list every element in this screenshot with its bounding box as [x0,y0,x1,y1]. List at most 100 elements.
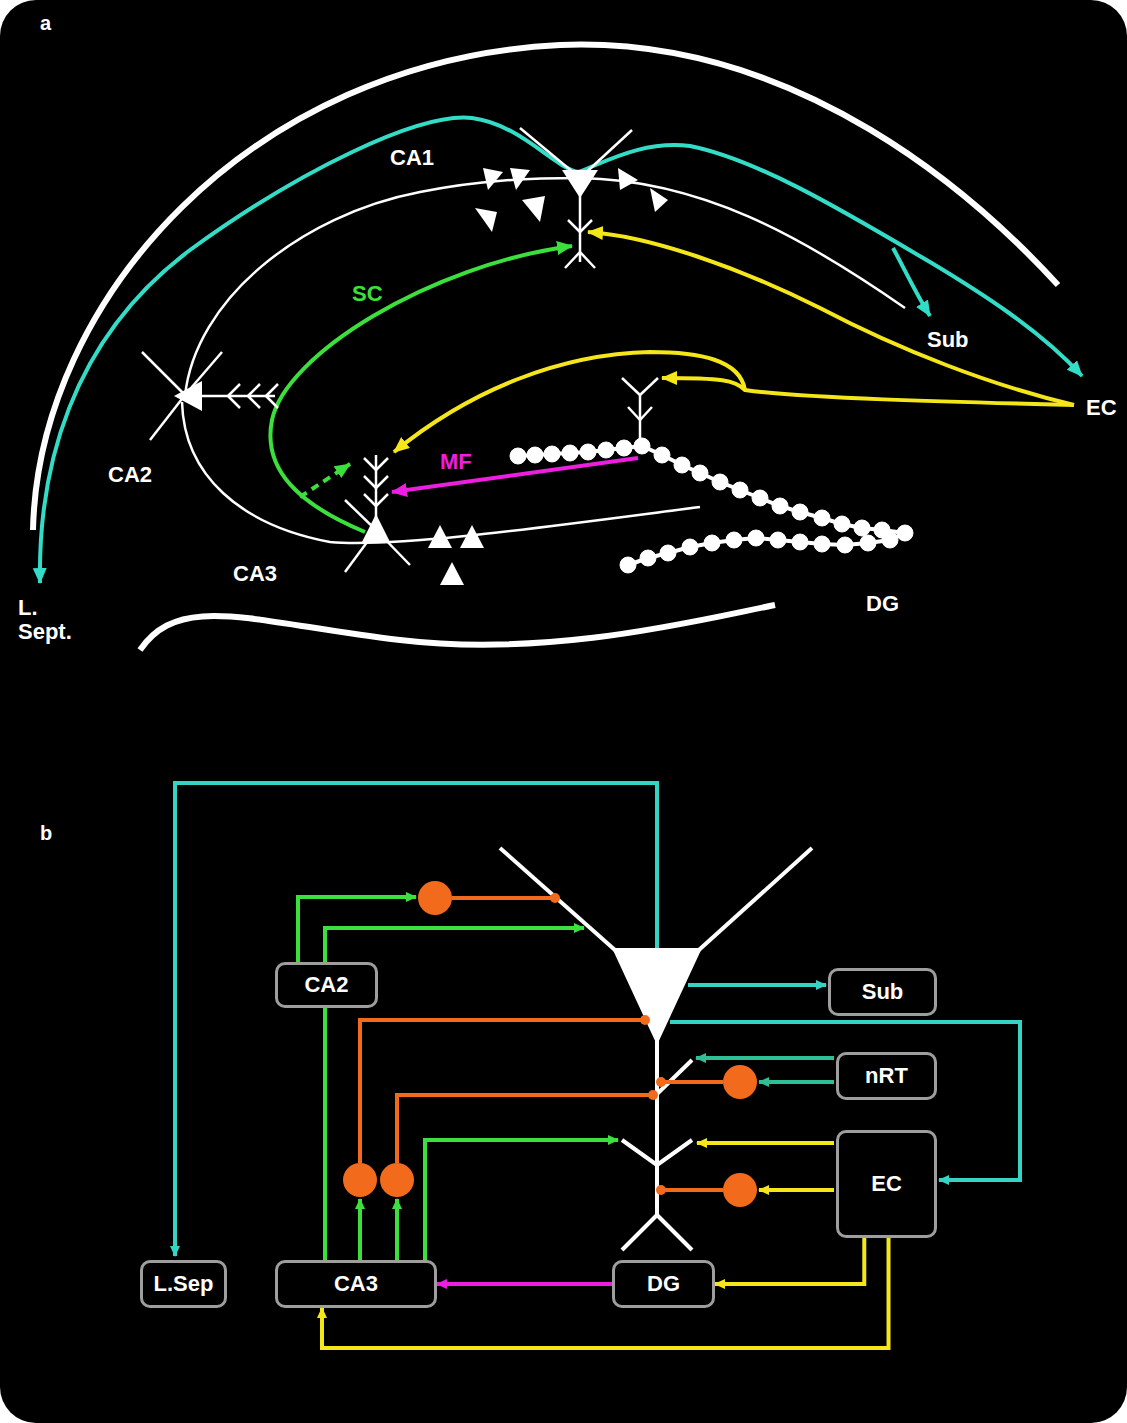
output-pathway [893,248,930,316]
granule-layer [628,533,905,565]
granule-cell [854,520,870,536]
lower-boundary [140,605,775,650]
granule-cell [882,532,898,548]
granule-cell [792,534,808,550]
granule-cell [660,545,676,561]
region-box: DG [612,1260,715,1308]
region-box: EC [836,1130,937,1238]
granule-cell [598,442,614,458]
interneuron [418,881,452,915]
pyramidal-cell [510,168,530,190]
granule-cell [752,490,768,506]
synapse-dot [656,1077,666,1087]
dendrite [248,396,260,408]
dendrite [580,130,632,178]
synapse-dot [648,1090,658,1100]
outer-boundary [33,45,1058,530]
inhibitory-wire [661,1080,723,1084]
inhibitory-wire [360,1020,645,1163]
granule-cell [527,447,543,463]
ca3-neurons [345,455,484,585]
node-text: DG [647,1272,680,1296]
pathway-label: SC [350,282,385,306]
node-text: CA3 [334,1272,378,1296]
dendrite [228,384,240,396]
ec-wire [759,1188,834,1192]
node-text: L.Sep [154,1272,214,1296]
region-box: nRT [836,1052,937,1100]
granule-cell [616,440,632,456]
dendrite [622,378,640,395]
granule-cell [726,532,742,548]
granule-cell [634,438,650,454]
node-text: Sub [862,980,904,1004]
granule-cell [692,465,708,481]
dendrite [228,396,240,408]
dendrite [640,378,658,395]
dendrite [520,128,580,178]
interneuron [723,1173,757,1207]
granule-cell [897,525,913,541]
basal-dendrite [622,1140,657,1165]
pyramidal-cell [618,168,638,190]
pyramidal-cell [174,381,202,411]
output-pathway [40,118,578,583]
ca3-wire [395,1199,399,1260]
granule-cell [674,457,690,473]
granule-cell [712,474,728,490]
interneurons [343,881,757,1207]
region-label: Sub [925,328,971,352]
panel-letter: b [38,822,54,844]
granule-cell [860,535,876,551]
granule-cell [772,498,788,514]
granule-cell [510,448,526,464]
dendrite [142,352,185,395]
granule-layer [518,446,905,533]
granule-cell [654,447,670,463]
dendrite [200,395,275,398]
nrt-wire [696,1056,834,1060]
granule-cell [562,445,578,461]
panel-letter: a [38,12,53,34]
pyramidal-cell [483,168,503,190]
perforant-path [394,352,745,452]
dendrite [565,252,580,268]
pyramidal-cell [475,208,497,232]
apical-dendrite [500,848,624,958]
granule-cell [640,550,656,566]
ca1-neurons [475,128,668,268]
perforant-path [588,232,1074,405]
output-pathway [578,145,1082,376]
dendrite [266,396,278,408]
synapse-dot [550,893,560,903]
dendrite [640,407,652,420]
region-label: EC [1084,396,1119,420]
pyramidal-layer [185,178,905,396]
region-box: CA3 [275,1260,437,1308]
region-label: L. Sept. [16,596,82,644]
pyramidal-cell [362,514,390,542]
dendrite [568,220,580,232]
granule-cell [792,504,808,520]
output-wire [175,783,657,1256]
pyramidal-layer [182,402,700,543]
granule-cell [544,446,560,462]
connector [323,1008,327,1260]
dendrite [580,252,595,268]
region-box: L.Sep [140,1260,227,1308]
granule-cell [748,530,764,546]
region-label: CA2 [106,463,154,487]
dendrite [376,494,388,506]
node-text: nRT [865,1064,908,1088]
synapse-dot [640,1015,650,1025]
region-label: CA3 [231,562,279,586]
granule-cell [814,536,830,552]
pyramidal-cell [562,170,598,198]
ca3-wire [425,1140,618,1260]
granule-cell [704,535,720,551]
granule-cell [834,516,850,532]
